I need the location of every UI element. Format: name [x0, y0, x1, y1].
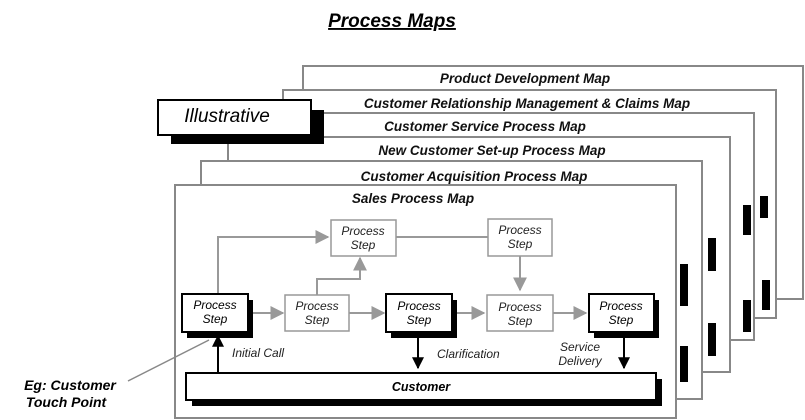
label-service-delivery-line2: Delivery — [558, 354, 602, 368]
label-clarification: Clarification — [437, 347, 500, 361]
grey-connectors — [217, 230, 588, 320]
illustrative-badge: Illustrative — [157, 99, 324, 144]
illustrative-badge-label: Illustrative — [184, 106, 270, 127]
step-label-line2: Step — [407, 313, 432, 327]
process-step-top-left: Process Step — [330, 219, 397, 257]
label-service-delivery-line1: Service — [560, 340, 600, 354]
step-label-line1: Process — [397, 299, 440, 313]
step-label-line2: Step — [351, 238, 376, 252]
map-title-customer-service: Customer Service Process Map — [384, 119, 586, 134]
step-label-line1: Process — [193, 298, 236, 312]
step-label-line2: Step — [508, 237, 533, 251]
map-frame-sales-process: Sales Process Map Process Step Process — [174, 184, 677, 419]
step-label-line2: Step — [203, 312, 228, 326]
page-title: Process Maps — [328, 11, 456, 32]
map-title-customer-acquisition: Customer Acquisition Process Map — [361, 169, 588, 184]
map-title-new-customer-setup: New Customer Set-up Process Map — [378, 143, 605, 158]
process-step-1: Process Step — [181, 293, 253, 338]
callout-line2: Touch Point — [26, 394, 108, 410]
step-label-line2: Step — [305, 313, 330, 327]
step-label-line1: Process — [498, 300, 541, 314]
callout-pointer — [127, 339, 210, 382]
process-step-3: Process Step — [385, 293, 457, 338]
map-title-crm-claims: Customer Relationship Management & Claim… — [364, 96, 690, 111]
step-label-line2: Step — [609, 313, 634, 327]
customer-connectors — [212, 333, 630, 373]
map-title-product-development: Product Development Map — [440, 71, 610, 86]
step-label-line1: Process — [599, 299, 642, 313]
process-step-top-right: Process Step — [487, 218, 553, 257]
process-step-5: Process Step — [588, 293, 659, 338]
step-label-line2: Step — [508, 314, 533, 328]
map-title-sales-process: Sales Process Map — [352, 191, 474, 206]
callout-line1: Eg: Customer — [24, 377, 117, 393]
customer-bar: Customer — [185, 372, 662, 406]
customer-bar-label: Customer — [392, 380, 451, 394]
process-step-4: Process Step — [486, 294, 554, 332]
label-initial-call: Initial Call — [232, 346, 284, 360]
step-label-line1: Process — [498, 223, 541, 237]
step-label-line1: Process — [341, 224, 384, 238]
process-step-2: Process Step — [284, 294, 350, 332]
step-label-line1: Process — [295, 299, 338, 313]
